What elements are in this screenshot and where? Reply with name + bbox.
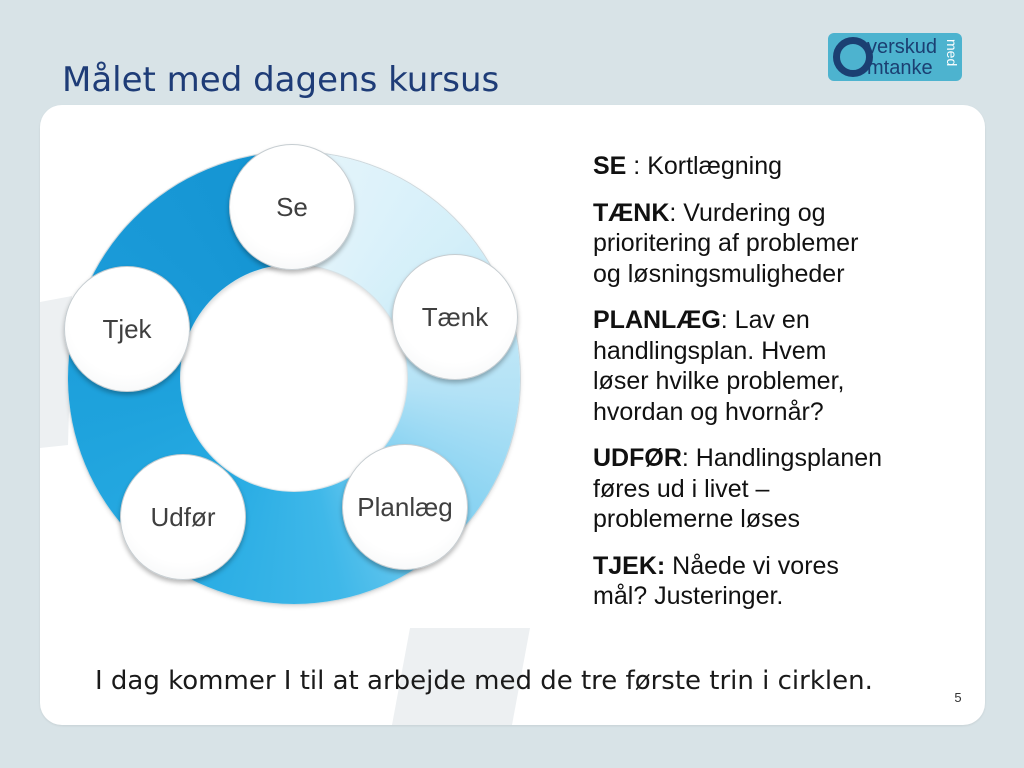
cycle-step-se: Se [229,144,355,270]
footer-note: I dag kommer I til at arbejde med de tre… [95,666,873,696]
logo-line2: mtanke [867,57,933,79]
cycle-ring-center [181,265,407,491]
logo-line1: verskud [867,36,937,58]
description-text: : Handlingsplanen føres ud i livet – pro… [593,444,883,533]
description-tjek: TJEK: Nåede vi vores mål? Justeringer. [593,551,923,612]
overskud-med-omtanke-logo: verskud mtanke med [828,33,962,81]
description-term: SE [593,152,627,180]
description-se: SE : Kortlægning [593,151,923,182]
logo-o-ring [833,37,873,77]
step-descriptions: SE : Kortlægning TÆNK: Vurdering og prio… [593,151,923,628]
logo-vertical-text: med [944,39,960,66]
description-taenk: TÆNK: Vurdering og prioritering af probl… [593,198,923,290]
slide-title: Målet med dagens kursus [62,60,500,100]
description-planlaeg: PLANLÆG: Lav en handlingsplan. Hvem løse… [593,305,923,427]
cycle-step-label: Se [276,191,308,222]
description-term: UDFØR [593,444,682,472]
cycle-step-udfor: Udfør [120,454,246,580]
description-term: TÆNK [593,198,670,227]
cycle-step-label: Udfør [150,501,216,532]
description-text: : Lav en handlingsplan. Hvem løser hvilk… [593,306,845,426]
description-text: : Vurdering og prioritering af problemer… [593,198,859,288]
cycle-step-label: Tjek [102,313,152,344]
cycle-step-planlaeg: Planlæg [342,444,468,570]
description-text: Nåede vi vores mål? Justeringer. [593,551,839,611]
description-udfor: UDFØR: Handlingsplanen føres ud i livet … [593,443,923,535]
page-number: 5 [954,690,962,705]
cycle-step-tjek: Tjek [64,266,190,392]
cycle-step-taenk: Tænk [392,254,518,380]
cycle-step-label: Planlæg [357,491,453,522]
description-text: : Kortlægning [626,152,782,180]
description-term: TJEK: [593,551,666,580]
description-term: PLANLÆG [593,306,721,334]
cycle-step-label: Tænk [421,301,489,332]
quote-mark-bottom-stroke [392,628,530,725]
